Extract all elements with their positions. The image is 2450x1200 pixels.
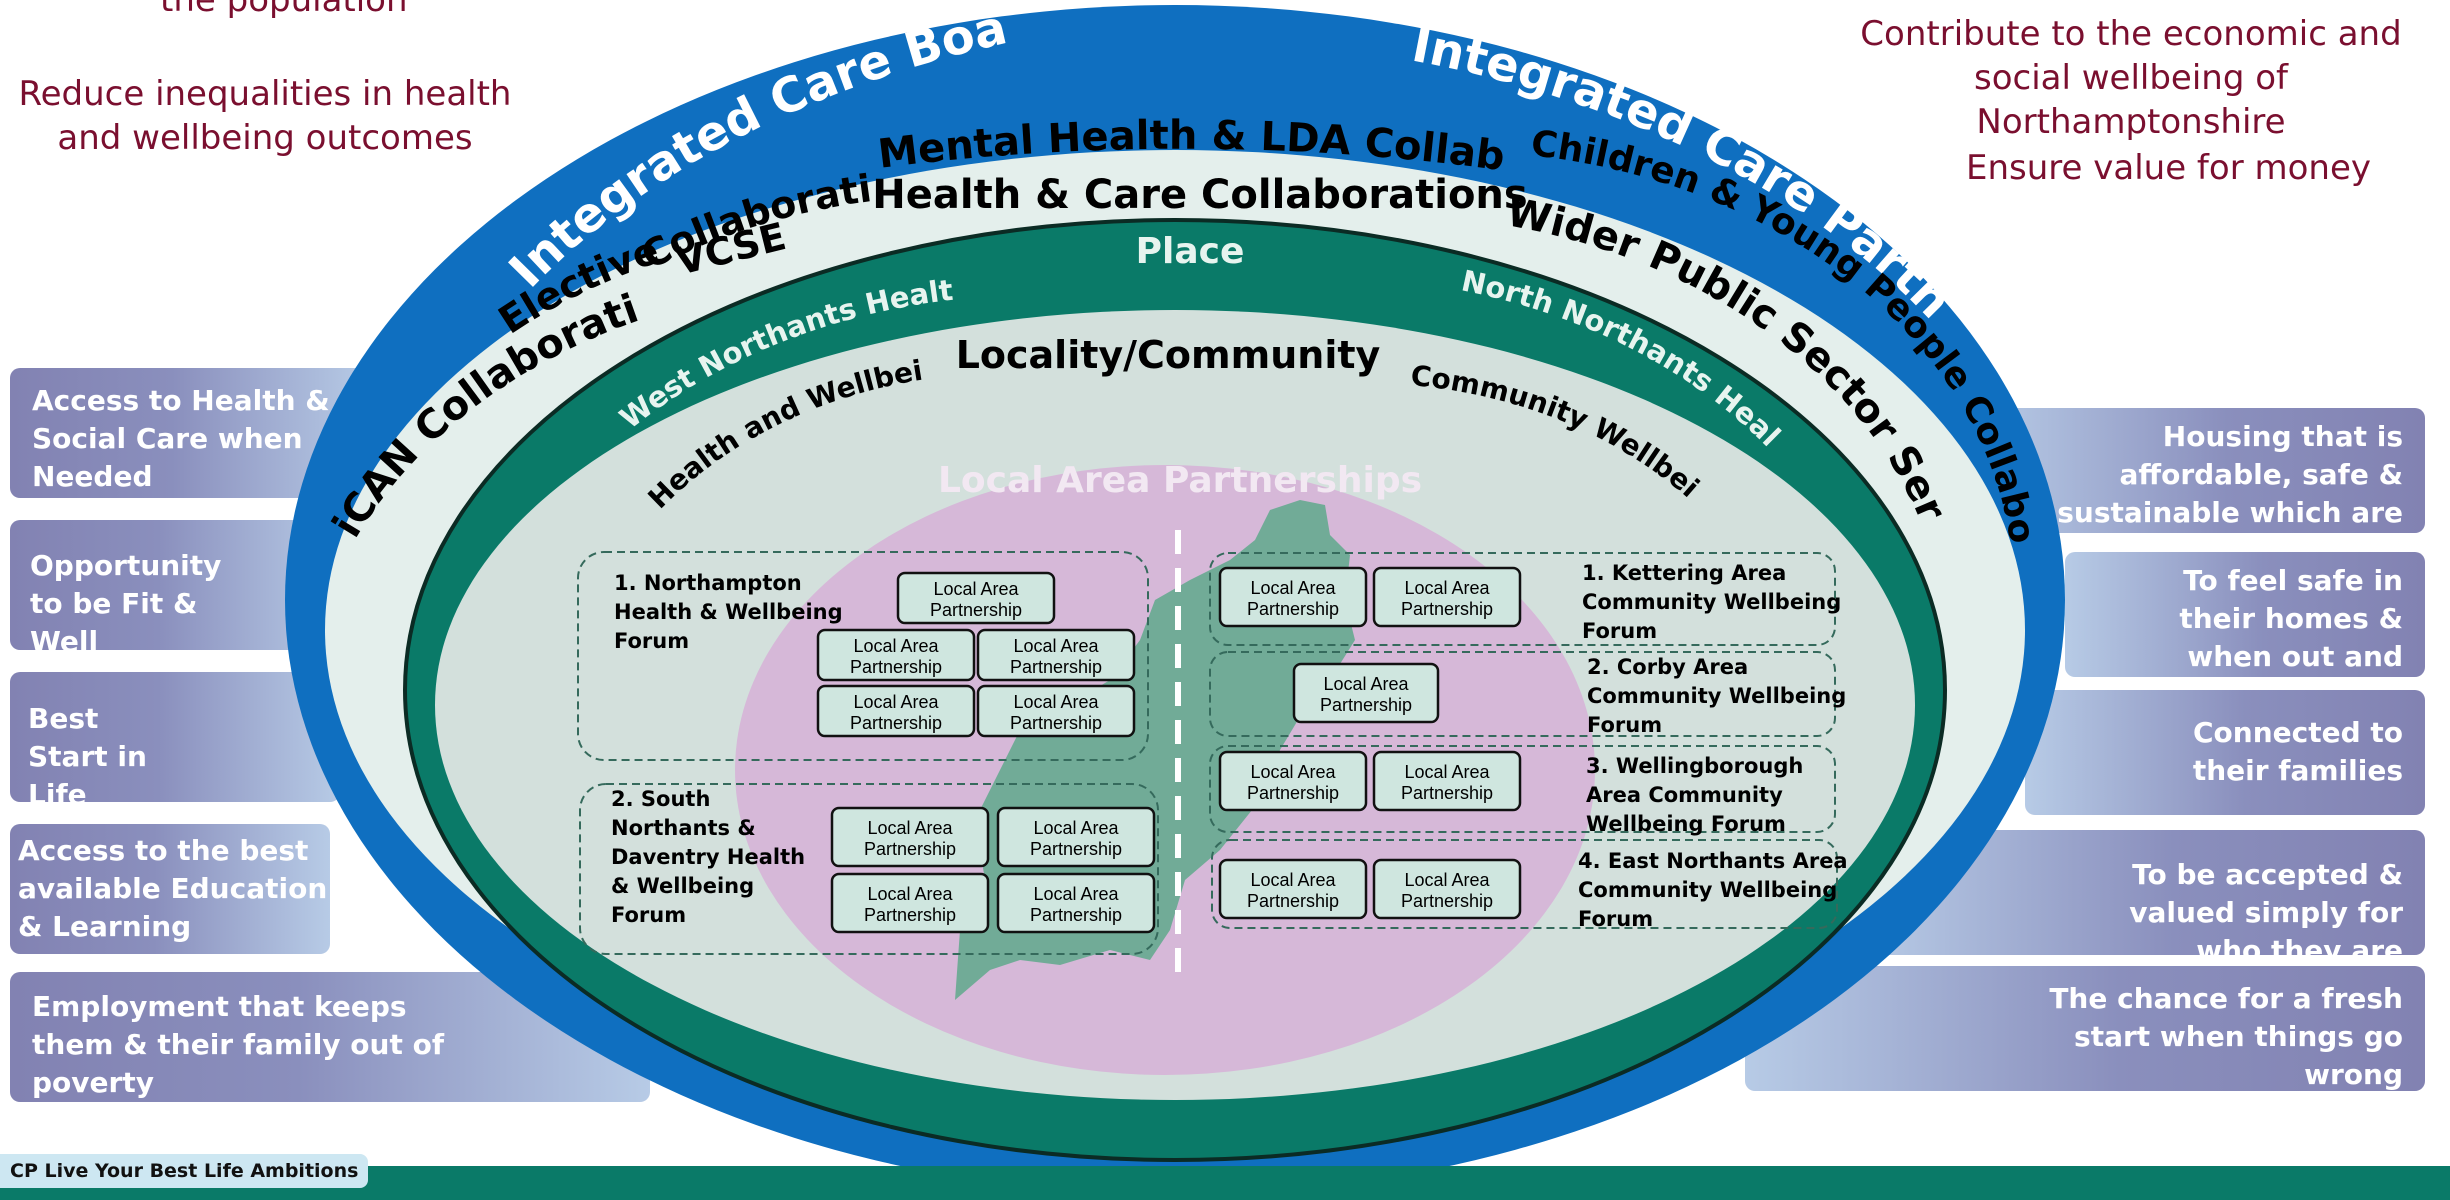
ambition-best-start: Best Start in Life xyxy=(10,672,340,811)
left-goal: Reduce inequalities in health and wellbe… xyxy=(18,74,512,158)
locality-title: Locality/Community xyxy=(956,333,1381,377)
ambition-housing: Housing that is affordable, safe & susta… xyxy=(1985,408,2425,567)
right-goal-economic: Contribute to the economic and social we… xyxy=(1860,14,2402,142)
forum-group-corby xyxy=(1209,651,1836,737)
forum-group-east-northants xyxy=(1211,839,1838,929)
ambition-connected: Connected to their families xyxy=(2025,690,2425,815)
ambition-fresh-start: The chance for a fresh start when things… xyxy=(1745,966,2425,1091)
forum-group-wellingborough xyxy=(1209,745,1836,833)
place-title: Place xyxy=(1136,231,1245,272)
ambition-access-health: Access to Health & Social Care when Need… xyxy=(10,368,370,498)
top-left-fragment: the population xyxy=(160,0,408,20)
forum-group-northampton xyxy=(577,551,1149,761)
footer-label: CP Live Your Best Life Ambitions xyxy=(0,1154,369,1188)
ambition-feel-safe: To feel safe in their homes & when out a… xyxy=(2065,552,2425,711)
forum-group-kettering xyxy=(1209,552,1836,646)
lap-title: Local Area Partnerships xyxy=(938,460,1422,501)
health-care-collaborations-label: Health & Care Collaborations xyxy=(872,172,1527,218)
footer-band xyxy=(0,1166,2450,1200)
forum-group-south-northants xyxy=(579,783,1159,955)
ambition-fit-well: Opportunity to be Fit & Well xyxy=(10,520,340,658)
ambition-education: Access to the best available Education &… xyxy=(10,824,330,954)
right-goal-value: Ensure value for money xyxy=(1966,148,2371,188)
